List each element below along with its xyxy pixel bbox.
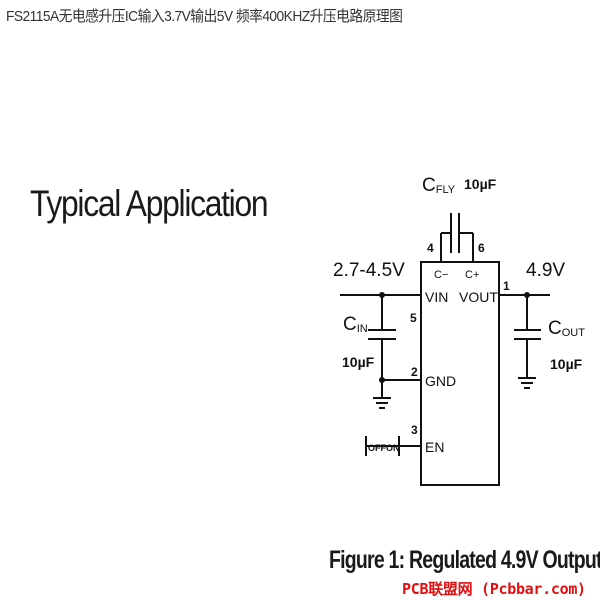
pin-name-cplus: C+ bbox=[465, 269, 479, 281]
switch-on-label: ON bbox=[386, 443, 400, 453]
cfly-value: 10µF bbox=[464, 176, 497, 192]
watermark: PCB联盟网 (Pcbbar.com) bbox=[402, 580, 586, 598]
pin-name-vin: VIN bbox=[425, 289, 448, 305]
ic-body bbox=[420, 261, 500, 486]
switch-off-label: OFF bbox=[368, 443, 386, 453]
pin-name-gnd: GND bbox=[425, 373, 456, 389]
pin-number-1: 1 bbox=[503, 279, 510, 293]
figure-caption: Figure 1: Regulated 4.9V Output bbox=[329, 546, 600, 574]
junction-dot-vout bbox=[524, 292, 530, 298]
pin-name-vout: VOUT bbox=[459, 289, 498, 305]
junction-dot-gnd bbox=[379, 377, 385, 383]
cin-label: CIN bbox=[343, 314, 368, 335]
page-title: FS2115A无电感升压IC输入3.7V输出5V 频率400KHZ升压电路原理图 bbox=[6, 8, 403, 25]
pin-number-4: 4 bbox=[427, 241, 434, 255]
pin-number-2: 2 bbox=[411, 365, 418, 379]
cin-value: 10µF bbox=[342, 354, 375, 370]
junction-dot-vin bbox=[379, 292, 385, 298]
pin-number-3: 3 bbox=[411, 423, 418, 437]
pin-number-5: 5 bbox=[410, 311, 417, 325]
output-voltage-label: 4.9V bbox=[526, 260, 565, 281]
cout-value: 10µF bbox=[550, 356, 583, 372]
cfly-label: CFLY bbox=[422, 175, 456, 196]
pin-number-6: 6 bbox=[478, 241, 485, 255]
cout-label: COUT bbox=[548, 318, 585, 339]
pin-name-cminus: C− bbox=[434, 269, 448, 281]
section-heading: Typical Application bbox=[30, 183, 269, 224]
pin-name-en: EN bbox=[425, 439, 444, 455]
input-voltage-label: 2.7-4.5V bbox=[333, 260, 405, 281]
